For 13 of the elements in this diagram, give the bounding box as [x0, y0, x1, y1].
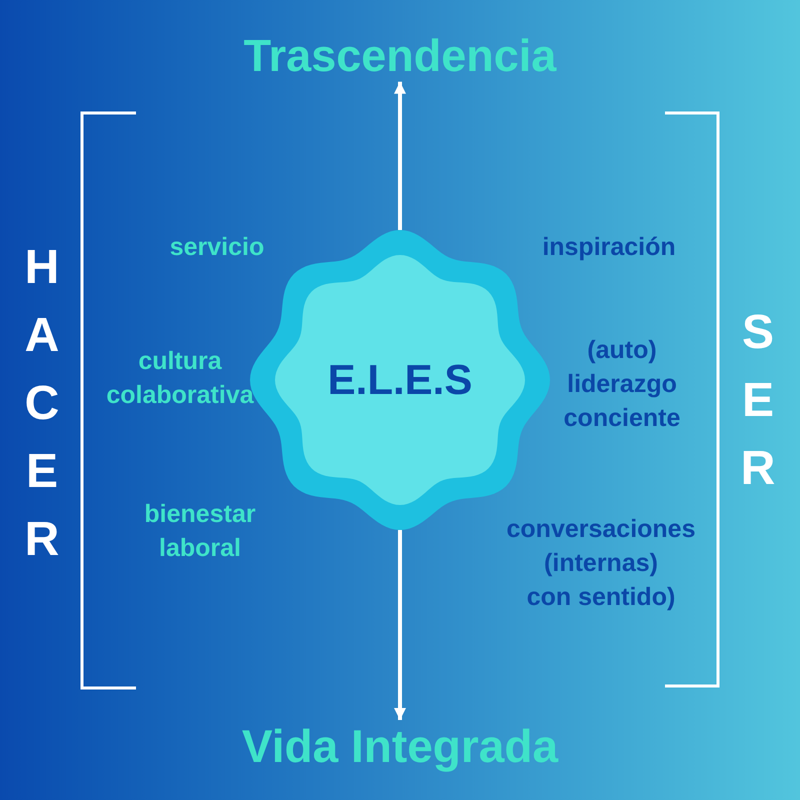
item-label: conversaciones (internas) con sentido)	[506, 514, 696, 613]
vertical-label: HACER	[24, 240, 60, 568]
heading-label: Trascendencia	[244, 30, 556, 82]
heading-label: Vida Integrada	[242, 720, 558, 773]
item-label: cultura colaborativa	[106, 346, 254, 411]
item-label: (auto) liderazgo conciente	[564, 335, 680, 434]
arrow	[394, 82, 406, 230]
vertical-label: SER	[740, 305, 776, 497]
item-label: inspiración	[542, 232, 676, 263]
item-label: servicio	[170, 232, 264, 263]
arrow	[394, 530, 406, 720]
badge-label: E.L.E.S	[328, 359, 472, 401]
item-label: bienestar laboral	[144, 499, 256, 564]
